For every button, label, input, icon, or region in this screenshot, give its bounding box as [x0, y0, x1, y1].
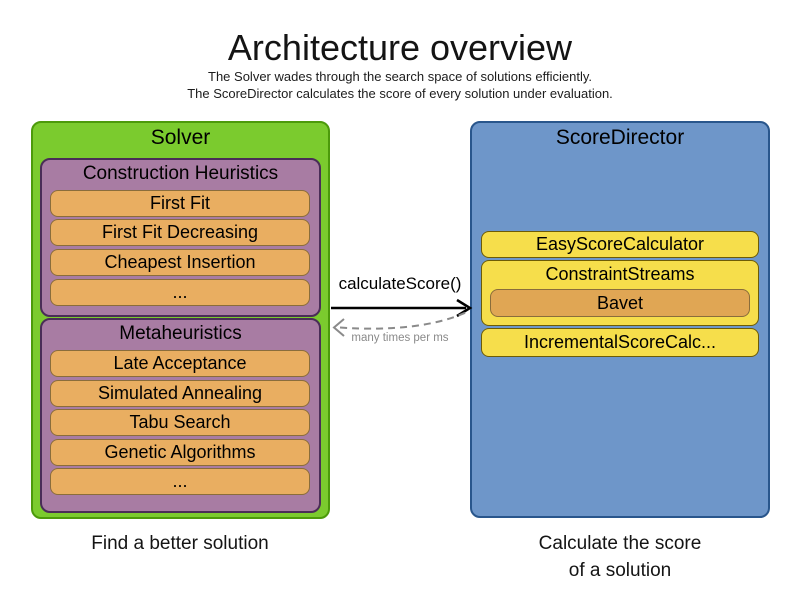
constraint-streams-label: ConstraintStreams	[545, 264, 695, 284]
many-times-label: many times per ms	[351, 332, 449, 344]
heuristic-item-more: ...	[50, 279, 310, 306]
page-title: Architecture overview	[227, 27, 573, 68]
subtitle-line-1: The Solver wades through the search spac…	[208, 69, 592, 84]
metaheuristics-title: Metaheuristics	[119, 323, 242, 344]
score-director-title: ScoreDirector	[555, 126, 685, 149]
calculate-score-label: calculateScore()	[338, 274, 462, 293]
heuristic-item-first-fit-decreasing: First Fit Decreasing	[50, 219, 310, 246]
metaheuristic-item-tabu-search: Tabu Search	[50, 409, 310, 436]
score-director-caption-line-2: of a solution	[568, 560, 672, 581]
subtitle-line-2: The ScoreDirector calculates the score o…	[187, 86, 613, 101]
bavet-item: Bavet	[490, 289, 750, 317]
heuristic-item-cheapest-insertion: Cheapest Insertion	[50, 249, 310, 276]
construction-heuristics-title: Construction Heuristics	[82, 163, 279, 184]
score-director-caption-line-1: Calculate the score	[538, 533, 702, 554]
easy-score-calculator-item: EasyScoreCalculator	[481, 231, 759, 258]
metaheuristic-item-genetic-algorithms: Genetic Algorithms	[50, 439, 310, 466]
solver-caption: Find a better solution	[91, 533, 269, 554]
incremental-score-calculator-item: IncrementalScoreCalc...	[481, 328, 759, 357]
calculate-score-arrow	[331, 298, 473, 318]
solver-title: Solver	[150, 126, 211, 149]
metaheuristic-item-more: ...	[50, 468, 310, 495]
metaheuristic-item-late-acceptance: Late Acceptance	[50, 350, 310, 377]
metaheuristic-item-simulated-annealing: Simulated Annealing	[50, 380, 310, 407]
score-director-caption: Calculate the score of a solution	[470, 530, 770, 584]
heuristic-item-first-fit: First Fit	[50, 190, 310, 217]
